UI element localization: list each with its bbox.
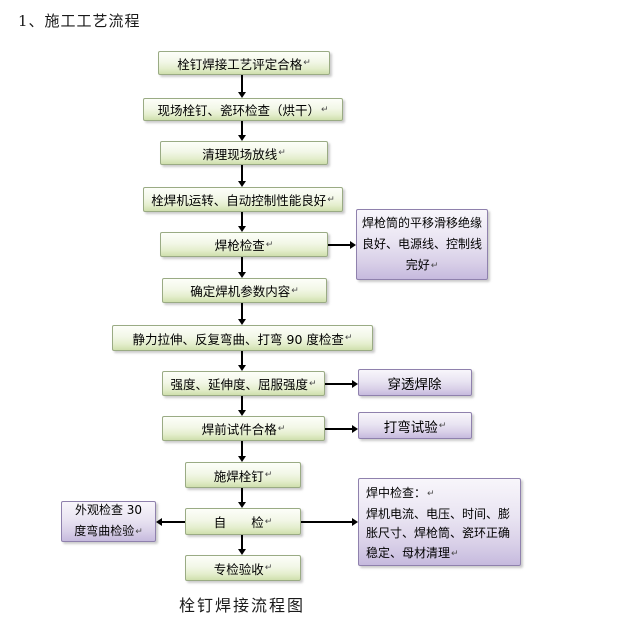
right-arrow-preweld bbox=[325, 425, 358, 432]
flow-step-label: 确定焊机参数内容 bbox=[190, 284, 291, 299]
side-note-penetration-weld: 穿透焊除 bbox=[358, 369, 472, 396]
flow-step-label: 焊前试件合格 bbox=[201, 422, 277, 437]
down-arrow-5 bbox=[238, 257, 245, 278]
flow-step-preweld-sample-qualified: 焊前试件合格↵ bbox=[162, 416, 325, 441]
paragraph-mark-icon: ↵ bbox=[265, 239, 274, 250]
side-note-in-weld-check: 焊中检查：↵ 焊机电流、电压、时间、膨胀尺寸、焊枪筒、瓷环正确稳定、母材清理↵ bbox=[358, 478, 521, 566]
page-title: 1、施工工艺流程 bbox=[18, 12, 141, 30]
flow-step-clear-site-layout: 清理现场放线↵ bbox=[160, 141, 328, 165]
flow-step-label: 栓焊机运转、自动控制性能良好 bbox=[151, 193, 327, 208]
flow-step-set-welder-parameters: 确定焊机参数内容↵ bbox=[162, 278, 327, 303]
flow-step-label: 静力拉伸、反复弯曲、打弯 90 度检查 bbox=[132, 331, 344, 347]
paragraph-mark-icon: ↵ bbox=[308, 378, 317, 389]
paragraph-mark-icon: ↵ bbox=[438, 420, 447, 431]
flow-step-self-check: 自 检↵ bbox=[185, 508, 301, 535]
side-note-gun-condition: 焊枪筒的平移滑移绝缘良好、电源线、控制线完好↵ bbox=[356, 209, 488, 280]
flow-step-procedure-qualified: 栓钉焊接工艺评定合格↵ bbox=[158, 51, 330, 75]
flow-step-label: 专检验收 bbox=[213, 561, 264, 577]
paragraph-mark-icon: ↵ bbox=[135, 527, 143, 537]
right-arrow-gun-check bbox=[328, 241, 356, 248]
flowchart-caption: 栓钉焊接流程图 bbox=[178, 596, 305, 615]
flow-step-label: 清理现场放线 bbox=[202, 146, 278, 162]
down-arrow-4 bbox=[238, 212, 245, 232]
flow-step-weld-studs: 施焊栓钉↵ bbox=[185, 462, 301, 488]
flow-step-label: 强度、延伸度、屈服强度 bbox=[170, 377, 308, 392]
side-note-text: 外观检查 30 度弯曲检验 bbox=[74, 503, 143, 538]
down-arrow-1 bbox=[238, 75, 245, 98]
paragraph-mark-icon: ↵ bbox=[264, 470, 273, 480]
side-note-body-line: 焊机电流、电压、时间、膨胀尺寸、焊枪筒、瓷环正确稳定、母材清理↵ bbox=[366, 505, 513, 565]
flow-step-label: 焊枪检查 bbox=[214, 238, 265, 253]
down-arrow-7 bbox=[238, 351, 245, 371]
paragraph-mark-icon: ↵ bbox=[278, 148, 286, 158]
paragraph-mark-icon: ↵ bbox=[303, 58, 311, 68]
down-arrow-9 bbox=[238, 441, 245, 462]
right-arrow-strength bbox=[325, 380, 358, 387]
flow-step-special-inspection-acceptance: 专检验收↵ bbox=[185, 555, 301, 581]
paragraph-mark-icon: ↵ bbox=[291, 285, 299, 296]
side-note-heading: 焊中检查： bbox=[366, 486, 427, 500]
side-note-text: 穿透焊除 bbox=[387, 376, 442, 393]
right-arrow-self-check bbox=[301, 518, 358, 525]
side-note-bend-test: 打弯试验↵ bbox=[358, 412, 472, 439]
paragraph-mark-icon: ↵ bbox=[427, 489, 435, 499]
down-arrow-6 bbox=[238, 303, 245, 325]
side-note-heading-line: 焊中检查：↵ bbox=[366, 484, 513, 505]
down-arrow-8 bbox=[238, 396, 245, 416]
side-note-body: 焊机电流、电压、时间、膨胀尺寸、焊枪筒、瓷环正确稳定、母材清理 bbox=[366, 506, 511, 560]
paragraph-mark-icon: ↵ bbox=[264, 516, 273, 527]
flow-step-label: 施焊栓钉 bbox=[213, 468, 264, 484]
flow-step-static-tension-bend-check: 静力拉伸、反复弯曲、打弯 90 度检查↵ bbox=[112, 325, 373, 351]
down-arrow-2 bbox=[238, 121, 245, 141]
paragraph-mark-icon: ↵ bbox=[430, 260, 439, 271]
side-note-visual-bend-check: 外观检查 30 度弯曲检验↵ bbox=[61, 501, 156, 542]
flow-step-strength-elongation-yield: 强度、延伸度、屈服强度↵ bbox=[162, 371, 325, 396]
down-arrow-11 bbox=[238, 535, 245, 555]
paragraph-mark-icon: ↵ bbox=[451, 548, 459, 559]
flow-step-machine-running-check: 栓焊机运转、自动控制性能良好↵ bbox=[143, 187, 343, 212]
flow-step-site-stud-ring-check: 现场栓钉、瓷环检查（烘干）↵ bbox=[143, 98, 343, 121]
side-note-text: 焊枪筒的平移滑移绝缘良好、电源线、控制线完好 bbox=[362, 215, 483, 272]
paragraph-mark-icon: ↵ bbox=[320, 104, 329, 115]
left-arrow-self-check bbox=[156, 518, 185, 525]
down-arrow-3 bbox=[238, 165, 245, 187]
side-note-text: 打弯试验 bbox=[383, 419, 438, 436]
flow-step-label: 自 检 bbox=[213, 515, 264, 530]
paragraph-mark-icon: ↵ bbox=[277, 423, 286, 434]
paragraph-mark-icon: ↵ bbox=[344, 333, 353, 343]
paragraph-mark-icon: ↵ bbox=[327, 194, 335, 205]
flow-step-label: 现场栓钉、瓷环检查（烘干） bbox=[157, 103, 320, 118]
paragraph-mark-icon: ↵ bbox=[264, 563, 273, 573]
flow-step-gun-check: 焊枪检查↵ bbox=[160, 232, 328, 257]
flow-step-label: 栓钉焊接工艺评定合格 bbox=[177, 56, 303, 72]
down-arrow-10 bbox=[238, 488, 245, 508]
